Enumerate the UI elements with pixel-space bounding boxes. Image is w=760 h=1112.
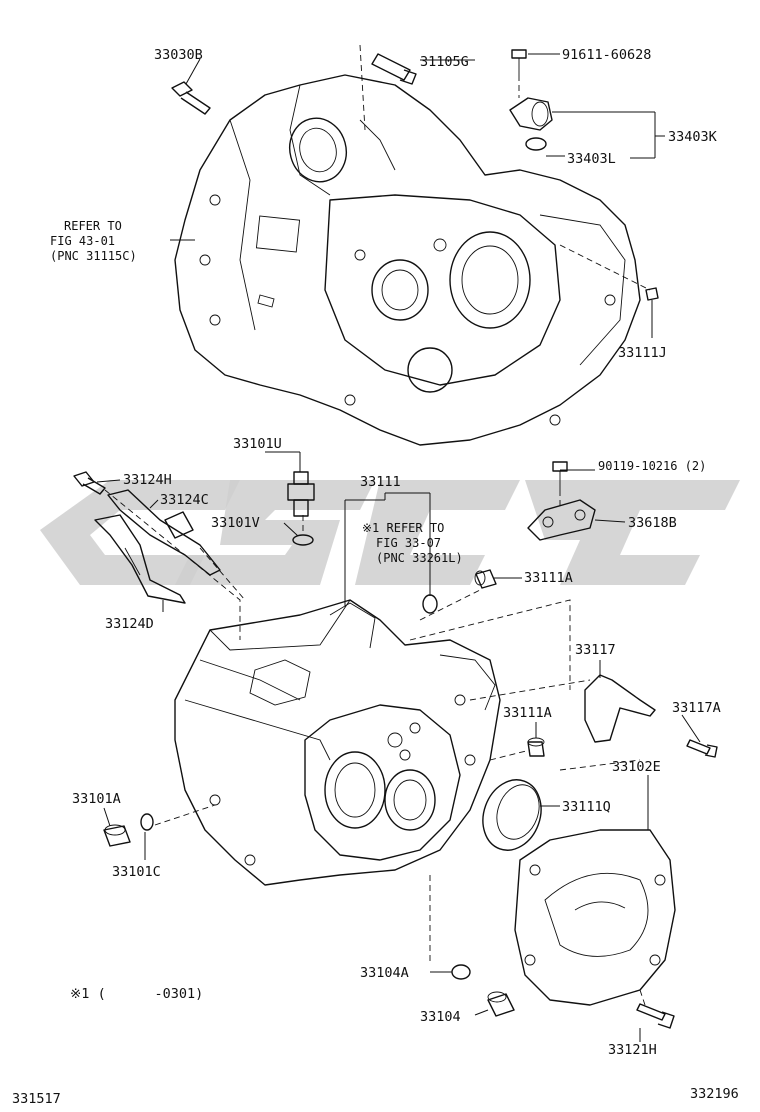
label-33101V: 33101V xyxy=(211,515,260,531)
note-refer-line2: FIG 33-07 xyxy=(376,536,441,550)
bolt-33030B xyxy=(171,81,211,115)
diagram-number-left: 331517 xyxy=(12,1091,61,1107)
label-31105G: 31105G xyxy=(420,54,469,70)
note-refer-line1: ※1 REFER TO xyxy=(362,521,444,535)
transaxle-case-upper xyxy=(174,74,641,446)
gasket-33101V xyxy=(292,534,314,546)
label-33111: 33111 xyxy=(360,474,401,490)
bracket-33618B xyxy=(527,499,596,541)
bolt-33117A xyxy=(686,739,718,758)
label-33117: 33117 xyxy=(575,642,616,658)
label-33117A: 33117A xyxy=(672,700,721,716)
o-ring-33403L xyxy=(525,137,547,151)
label-33101C: 33101C xyxy=(112,864,161,880)
bolt-31105G xyxy=(371,53,417,85)
footnote: ※1 ( -0301) xyxy=(70,986,203,1002)
label-33104A: 33104A xyxy=(360,965,409,981)
label-33618B: 33618B xyxy=(628,515,677,531)
diagram-number-right: 332196 xyxy=(690,1086,739,1102)
shift-arm-33124C xyxy=(107,489,221,576)
bolt-33121H xyxy=(636,1003,675,1029)
sensor-33403K xyxy=(509,97,553,131)
label-91611-60628: 91611-60628 xyxy=(562,47,651,63)
refer-text-line3: (PNC 31115C) xyxy=(50,249,137,263)
label-33030B: 33030B xyxy=(154,47,203,63)
plug-33111A-lower xyxy=(527,737,545,757)
extension-housing-33102E xyxy=(514,829,676,1006)
label-33111Q: 33111Q xyxy=(562,799,611,815)
plug-33111A-upper xyxy=(474,569,497,589)
gasket-33104A xyxy=(451,964,471,980)
gasket-33101C xyxy=(140,813,154,831)
plug-33104 xyxy=(487,991,515,1017)
label-33104: 33104 xyxy=(420,1009,461,1025)
shift-lever-33124D xyxy=(94,514,186,604)
label-33111A-upper: 33111A xyxy=(524,570,573,586)
plug-33101A xyxy=(103,824,131,847)
label-33403K: 33403K xyxy=(668,129,718,145)
plug-33111J xyxy=(645,287,659,301)
transmission-case-lower xyxy=(174,599,501,886)
label-33124H: 33124H xyxy=(123,472,172,488)
label-90119-10216: 90119-10216 (2) xyxy=(598,459,706,473)
label-33111A-lower: 33111A xyxy=(503,705,552,721)
top-leader-lines xyxy=(170,44,665,338)
bolt-91611 xyxy=(511,49,527,98)
label-33111J: 33111J xyxy=(618,345,667,361)
oil-seal-33111Q xyxy=(482,779,542,851)
label-33121H: 33121H xyxy=(608,1042,657,1058)
seal-note-ref xyxy=(422,594,438,614)
bottom-leader-lines xyxy=(96,451,701,1042)
refer-text-line2: FIG 43-01 xyxy=(50,234,115,248)
bracket-33117 xyxy=(584,674,656,743)
label-33101U: 33101U xyxy=(233,436,282,452)
label-33124C: 33124C xyxy=(160,492,209,508)
label-33102E: 33102E xyxy=(612,759,661,775)
bolt-33124H xyxy=(73,471,106,495)
sensor-33101U xyxy=(287,471,315,517)
refer-text-line1: REFER TO xyxy=(64,219,122,233)
label-33101A: 33101A xyxy=(72,791,121,807)
note-refer-line3: (PNC 33261L) xyxy=(376,551,463,565)
label-33403L: 33403L xyxy=(567,151,616,167)
label-33124D: 33124D xyxy=(105,616,154,632)
